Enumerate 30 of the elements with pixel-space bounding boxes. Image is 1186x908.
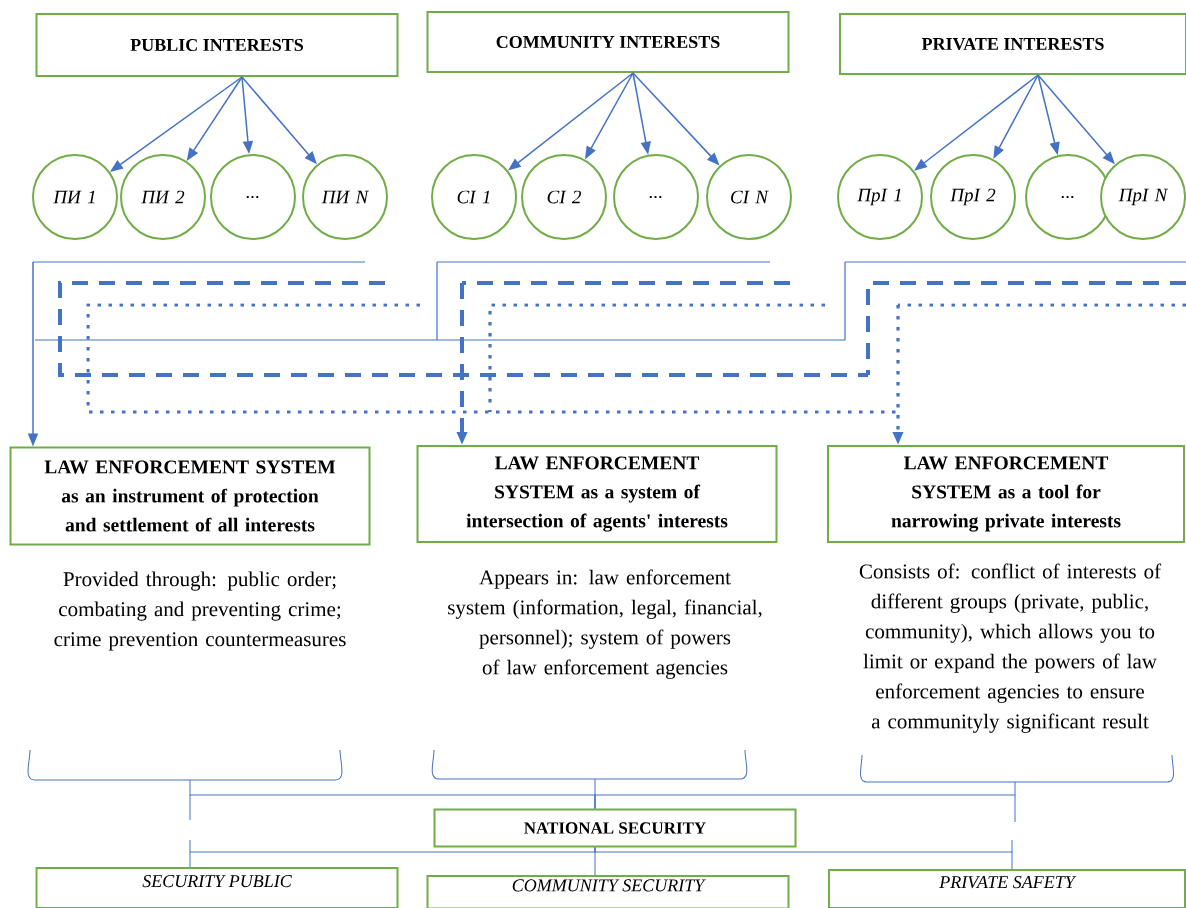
arrow: [914, 74, 1039, 171]
security-box: PRIVATE SAFETY: [828, 869, 1186, 908]
circle-node: ПрI 1: [837, 154, 923, 240]
connector-line: [594, 781, 1016, 809]
circle-node: ПрI N: [1100, 154, 1186, 240]
circle-node: CI N: [706, 154, 792, 240]
circle-node: CI 1: [431, 154, 517, 240]
description-text: Appears in: law enforcement system (information, legal, financial, personnel); system of powers of law enforcement agencies: [448, 569, 762, 679]
heading-box: PUBLIC INTERESTS: [35, 13, 399, 77]
circle-node: CI 2: [521, 154, 607, 240]
heading-box: COMMUNITY INTERESTS: [426, 11, 790, 73]
description-text: Provided through: public order; combating and preventing crime; crime prevention countermeasures: [54, 571, 346, 651]
description-text: Consists of: conflict of interests of different groups (private, public, community), which allows you to limit or expand the powers of law enforcement agencies to ensure a communityly significant result: [859, 563, 1162, 733]
system-box: LAW ENFORCEMENT SYSTEM as a system of intersection of agents' interests: [416, 445, 778, 543]
connector-line: [594, 847, 1013, 870]
security-box: NATIONAL SECURITY: [433, 808, 797, 848]
security-box: COMMUNITY SECURITY: [426, 875, 790, 908]
node-label: ПрI N: [1118, 188, 1169, 206]
circle-node: ПрI 2: [930, 154, 1016, 240]
circle-node: ПИ 1: [32, 154, 118, 240]
circle-node: ...: [210, 154, 296, 240]
circle-node: ПИ N: [302, 154, 388, 240]
circle-node: ПИ 2: [120, 154, 206, 240]
circle-node: ...: [613, 154, 699, 240]
arrow: [110, 76, 243, 172]
circle-node: ...: [1025, 154, 1111, 240]
system-box: LAW ENFORCEMENT SYSTEM as a tool for narrowing private interests: [827, 445, 1185, 543]
security-box: SECURITY PUBLIC: [35, 867, 399, 908]
heading-box: PRIVATE INTERESTS: [839, 13, 1186, 75]
system-box: LAW ENFORCEMENT SYSTEM as an instrument of protection and settlement of all interests: [9, 446, 371, 546]
